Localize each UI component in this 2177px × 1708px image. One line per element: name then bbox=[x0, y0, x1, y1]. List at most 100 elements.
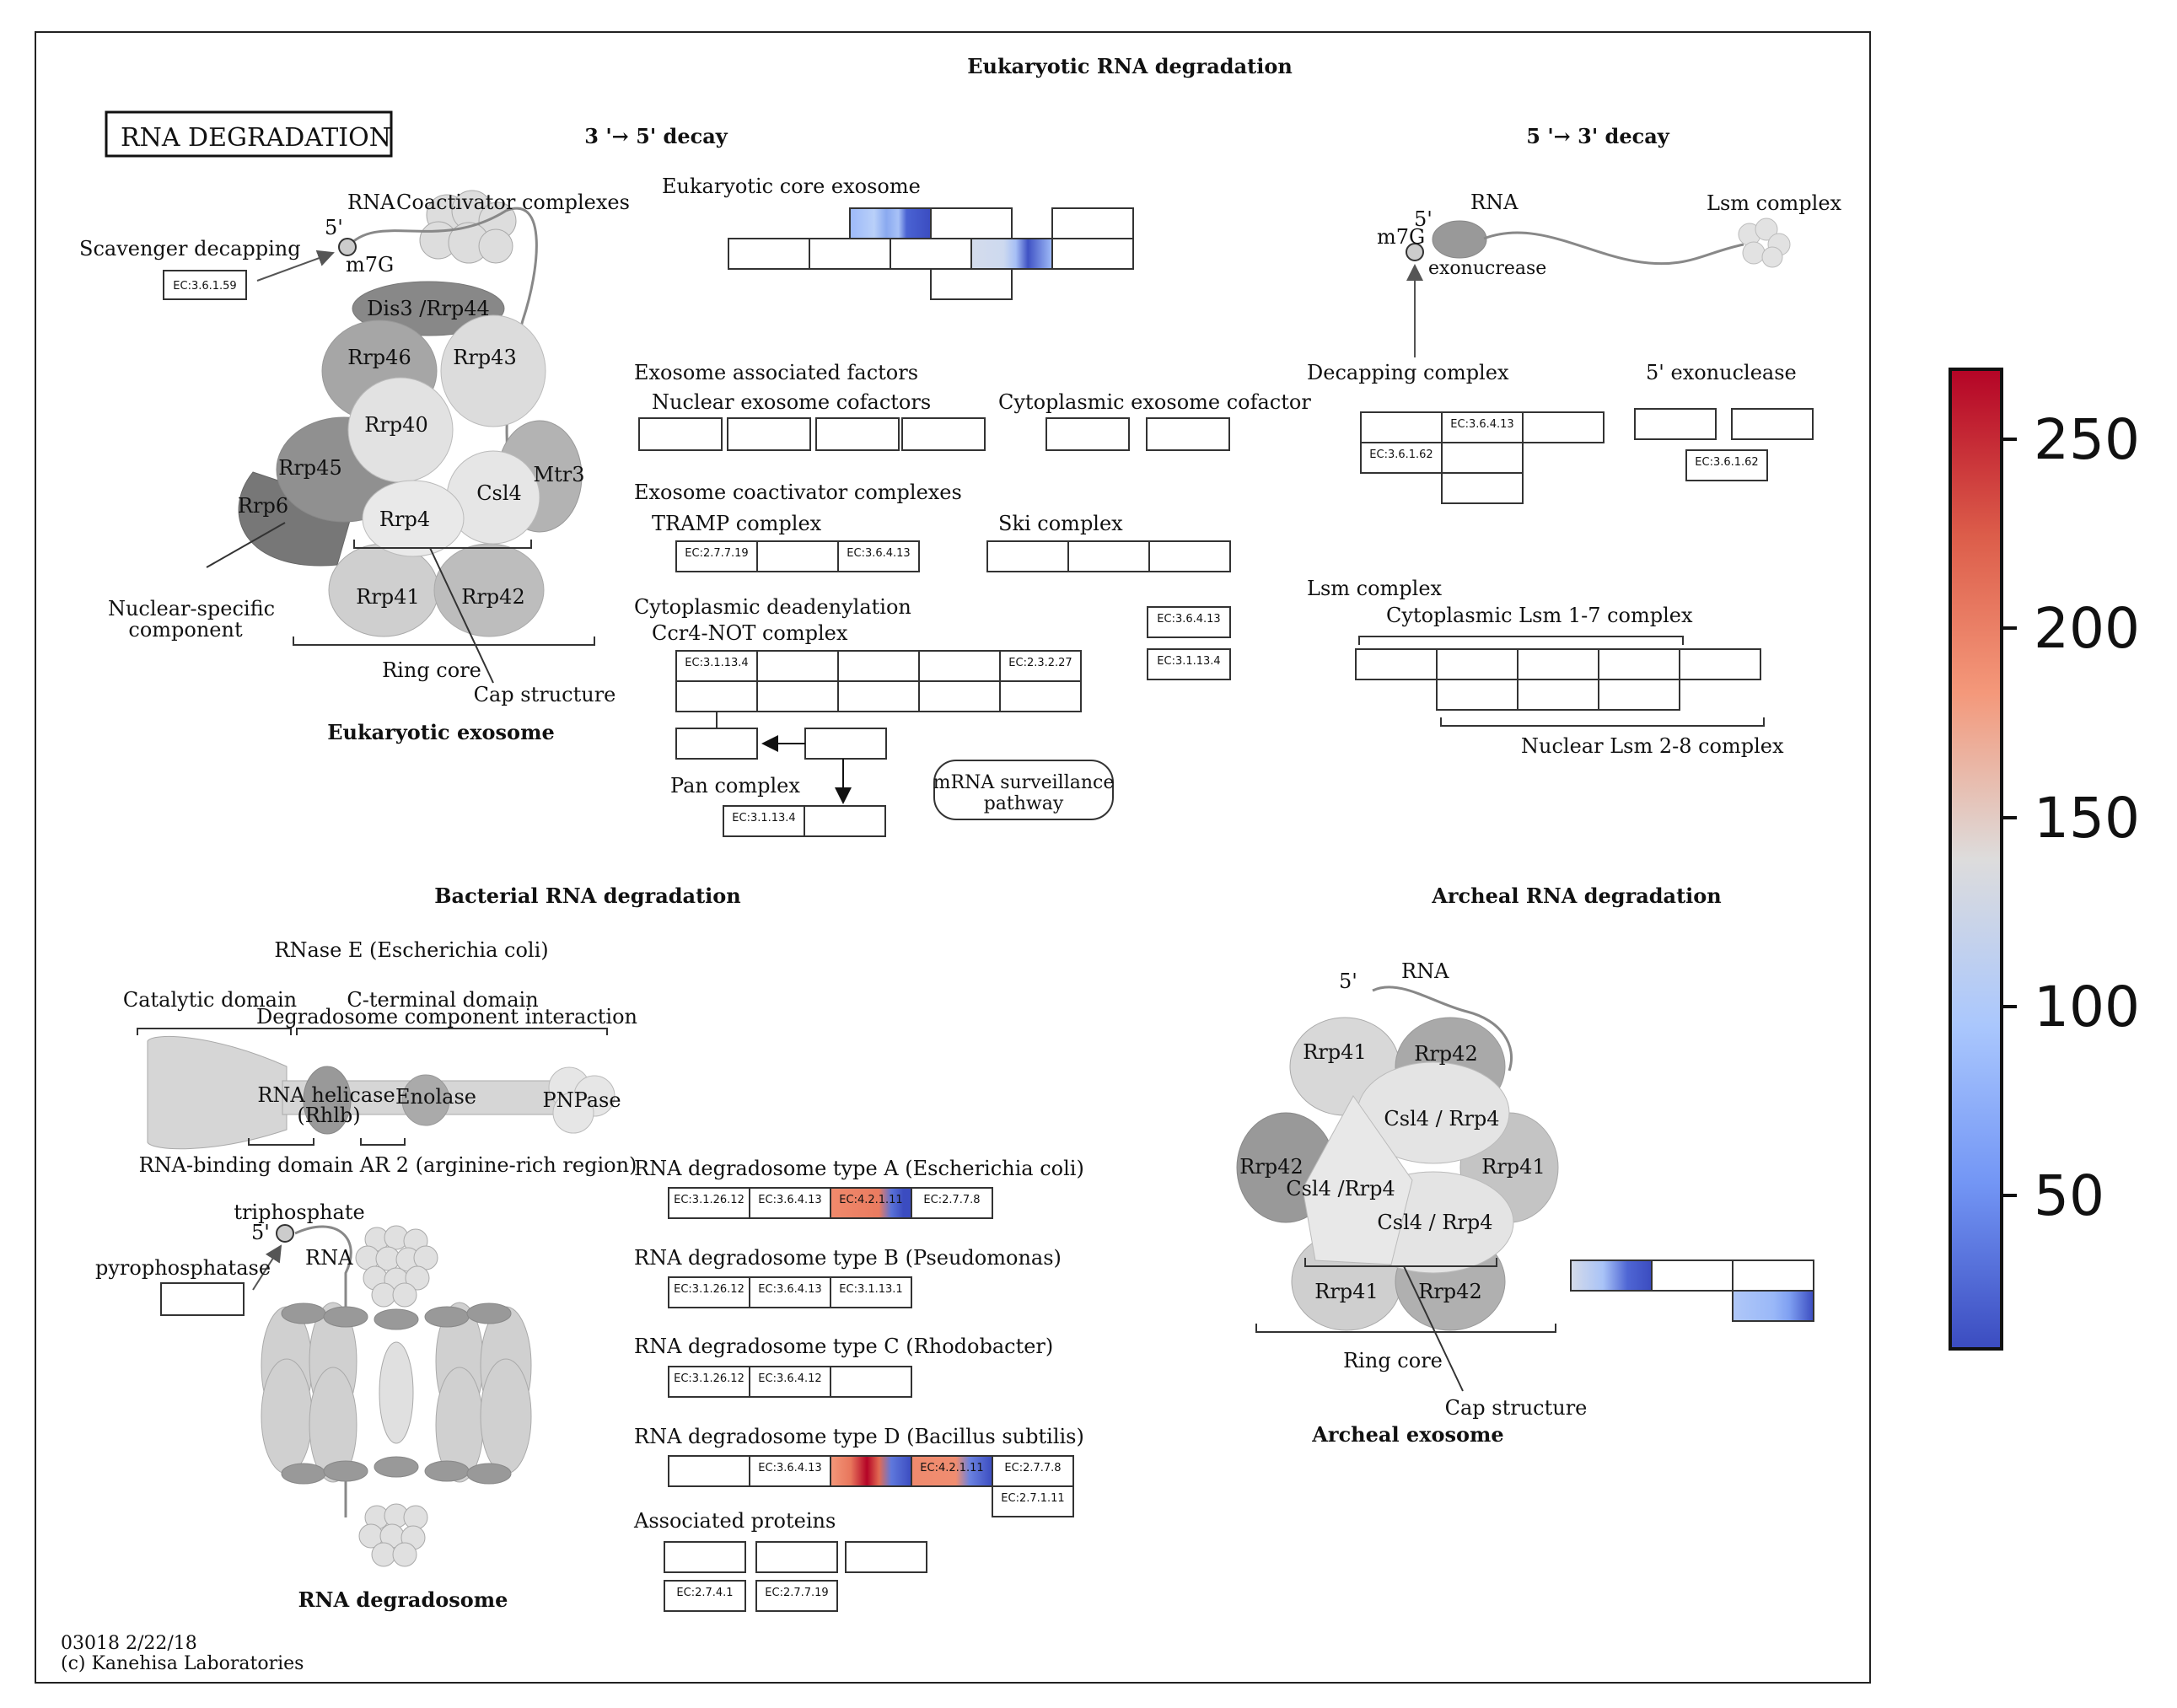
svg-text:EC:3.6.4.13: EC:3.6.4.13 bbox=[758, 1462, 821, 1474]
exosome-factor-boxes[interactable] bbox=[638, 417, 1231, 837]
gene-box[interactable] bbox=[1522, 411, 1605, 443]
gene-box[interactable] bbox=[999, 680, 1082, 712]
gene-box[interactable] bbox=[1147, 648, 1231, 680]
gene-box[interactable] bbox=[1051, 207, 1134, 239]
gene-box[interactable] bbox=[723, 805, 805, 837]
label-ring-core: Ring core bbox=[382, 658, 481, 682]
archeal-boxes[interactable] bbox=[1570, 1260, 1814, 1322]
gene-box[interactable] bbox=[755, 1541, 838, 1573]
gene-box[interactable] bbox=[1146, 417, 1230, 451]
bacterial-illustration bbox=[137, 1028, 615, 1567]
gene-box[interactable] bbox=[1051, 238, 1134, 270]
gene-box[interactable] bbox=[830, 1276, 912, 1308]
gene-box[interactable] bbox=[1436, 648, 1519, 680]
svg-text:RNA helicase: RNA helicase bbox=[257, 1083, 395, 1107]
gene-box[interactable] bbox=[992, 1455, 1074, 1487]
gene-box[interactable] bbox=[845, 1541, 927, 1573]
gene-box[interactable] bbox=[749, 1455, 831, 1487]
gene-box[interactable] bbox=[668, 1366, 750, 1398]
gene-box[interactable] bbox=[1355, 648, 1438, 680]
colorbar-tick-label: 250 bbox=[2034, 407, 2140, 472]
gene-box[interactable] bbox=[837, 650, 920, 682]
gene-box-heat[interactable] bbox=[1570, 1260, 1653, 1292]
gene-box[interactable] bbox=[1360, 442, 1443, 474]
svg-text:PNPase: PNPase bbox=[542, 1088, 621, 1112]
title-box bbox=[105, 110, 393, 158]
gene-box[interactable] bbox=[918, 680, 1001, 712]
gene-box[interactable] bbox=[749, 1187, 831, 1219]
gene-box[interactable] bbox=[837, 540, 920, 572]
gene-box[interactable] bbox=[890, 238, 972, 270]
gene-box[interactable] bbox=[638, 417, 723, 451]
gene-box-heat[interactable] bbox=[830, 1455, 912, 1487]
gene-box[interactable] bbox=[664, 1580, 746, 1612]
section-3-5-decay: 3 '→ 5' decay bbox=[584, 124, 728, 148]
gene-box[interactable] bbox=[668, 1276, 750, 1308]
gene-box[interactable] bbox=[756, 680, 839, 712]
colorbar-tick-label: 150 bbox=[2034, 786, 2140, 851]
gene-box[interactable] bbox=[1679, 648, 1761, 680]
gene-box[interactable] bbox=[728, 238, 810, 270]
gene-box[interactable] bbox=[901, 417, 986, 451]
gene-box[interactable] bbox=[1045, 417, 1130, 451]
archeal-illustration bbox=[1236, 986, 1559, 1392]
gene-box-heat[interactable] bbox=[830, 1187, 912, 1219]
gene-box-heat[interactable] bbox=[970, 238, 1053, 270]
gene-box[interactable] bbox=[749, 1366, 831, 1398]
degradosome-boxes[interactable] bbox=[664, 1187, 1074, 1612]
gene-box[interactable] bbox=[664, 1541, 746, 1573]
svg-text:(Rhlb): (Rhlb) bbox=[297, 1104, 360, 1127]
gene-box[interactable] bbox=[1148, 540, 1231, 572]
gene-box-heat[interactable] bbox=[1732, 1290, 1814, 1322]
label-m7g: m7G bbox=[346, 253, 394, 277]
gene-box[interactable] bbox=[1685, 449, 1768, 481]
gene-box[interactable] bbox=[1651, 1260, 1734, 1292]
gene-box[interactable] bbox=[675, 680, 758, 712]
gene-box[interactable] bbox=[1634, 408, 1717, 440]
gene-box[interactable] bbox=[668, 1455, 750, 1487]
svg-text:EC:3.6.1.62: EC:3.6.1.62 bbox=[1695, 456, 1758, 469]
gene-box[interactable] bbox=[930, 268, 1013, 300]
gene-box[interactable] bbox=[675, 728, 758, 760]
gene-box[interactable] bbox=[756, 650, 839, 682]
gene-box[interactable] bbox=[1147, 606, 1231, 638]
label-component: component bbox=[128, 618, 243, 642]
gene-box[interactable] bbox=[1360, 411, 1443, 443]
svg-text:Enolase: Enolase bbox=[395, 1085, 476, 1109]
gene-box[interactable] bbox=[815, 417, 900, 451]
gene-box[interactable] bbox=[809, 238, 891, 270]
gene-box[interactable] bbox=[999, 650, 1082, 682]
gene-box[interactable] bbox=[830, 1366, 912, 1398]
gene-box[interactable] bbox=[1598, 679, 1680, 711]
mrna-surveillance-link[interactable] bbox=[933, 760, 1114, 820]
gene-box[interactable] bbox=[1441, 442, 1524, 474]
gene-box[interactable] bbox=[755, 1580, 838, 1612]
gene-box[interactable] bbox=[837, 680, 920, 712]
section-5-3-decay: 5 '→ 3' decay bbox=[1526, 124, 1669, 148]
svg-text:Rrp42: Rrp42 bbox=[1418, 1280, 1481, 1303]
core-exosome-group[interactable]: Eukaryotic core exosome bbox=[662, 175, 1134, 300]
gene-box-heat[interactable] bbox=[849, 207, 932, 239]
label-scavenger: Scavenger decapping bbox=[79, 237, 301, 260]
gene-box[interactable] bbox=[1598, 648, 1680, 680]
gene-box[interactable] bbox=[1067, 540, 1150, 572]
gene-box[interactable] bbox=[1517, 679, 1599, 711]
gene-box[interactable] bbox=[1441, 472, 1524, 504]
gene-box[interactable] bbox=[992, 1485, 1074, 1517]
decay53-boxes[interactable] bbox=[1355, 408, 1814, 727]
gene-box[interactable] bbox=[756, 540, 839, 572]
gene-box[interactable] bbox=[1732, 1260, 1814, 1292]
gene-box[interactable] bbox=[668, 1187, 750, 1219]
gene-box[interactable] bbox=[1731, 408, 1814, 440]
gene-box[interactable] bbox=[986, 540, 1069, 572]
gene-box[interactable] bbox=[1436, 679, 1519, 711]
gene-box[interactable] bbox=[911, 1187, 993, 1219]
ec-scavenger: EC:3.6.1.59 bbox=[173, 280, 236, 293]
gene-box[interactable] bbox=[804, 805, 886, 837]
gene-box[interactable] bbox=[804, 728, 887, 760]
gene-box[interactable] bbox=[930, 207, 1013, 239]
gene-box[interactable] bbox=[1517, 648, 1599, 680]
gene-box[interactable] bbox=[727, 417, 811, 451]
gene-box[interactable] bbox=[918, 650, 1001, 682]
